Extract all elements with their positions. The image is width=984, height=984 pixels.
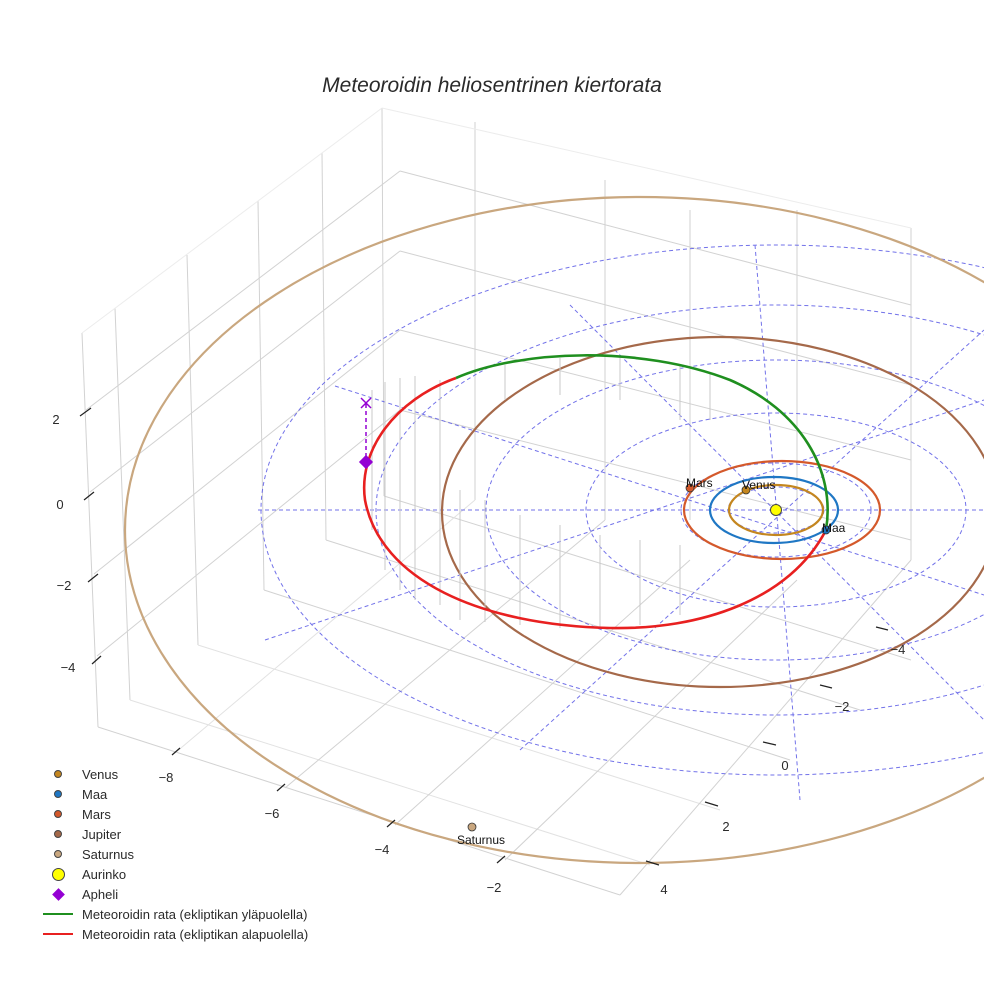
maa-marker xyxy=(821,525,831,535)
legend-line-icon xyxy=(43,933,73,935)
legend-swatch xyxy=(36,804,80,824)
legend-item[interactable]: Saturnus xyxy=(36,844,308,864)
chart-title: Meteoroidin heliosentrinen kiertorata xyxy=(322,74,662,97)
legend-swatch xyxy=(36,824,80,844)
y-tick-label: 0 xyxy=(781,758,788,773)
venus-orbit xyxy=(727,483,825,537)
legend-dot-icon xyxy=(54,770,62,778)
legend-item[interactable]: Maa xyxy=(36,784,308,804)
venus-label: Venus xyxy=(742,478,775,492)
legend-swatch xyxy=(36,844,80,864)
meteoroid-orbit-above xyxy=(455,354,829,531)
z-tick-label: 2 xyxy=(52,412,59,427)
legend-label: Venus xyxy=(82,766,119,782)
legend-swatch xyxy=(36,784,80,804)
apheli-diamond-icon xyxy=(358,454,374,470)
x-tick-label: −4 xyxy=(375,842,390,857)
legend-label: Meteoroidin rata (ekliptikan alapuolella… xyxy=(82,926,309,942)
legend-item[interactable]: Aurinko xyxy=(36,864,308,884)
legend-label: Meteoroidin rata (ekliptikan yläpuolella… xyxy=(82,906,308,922)
legend-dot-icon xyxy=(54,850,62,858)
legend-swatch xyxy=(36,864,80,884)
z-tick-label: 0 xyxy=(56,497,63,512)
mars-marker xyxy=(685,483,695,493)
mars-orbit xyxy=(682,459,882,561)
legend-item[interactable]: Apheli xyxy=(36,884,308,904)
sun-marker xyxy=(770,504,782,516)
saturnus-orbit xyxy=(124,196,984,864)
legend-item[interactable]: Venus xyxy=(36,764,308,784)
legend-swatch xyxy=(36,924,80,944)
legend-label: Mars xyxy=(82,806,111,822)
z-tick-label: −2 xyxy=(57,578,72,593)
legend-label: Saturnus xyxy=(82,846,135,862)
legend-line-icon xyxy=(43,913,73,915)
legend-item[interactable]: Meteoroidin rata (ekliptikan yläpuolella… xyxy=(36,904,308,924)
legend-label: Apheli xyxy=(82,886,119,902)
x-tick-label: −6 xyxy=(265,806,280,821)
ecliptic-polar-grid xyxy=(258,244,984,801)
venus-marker xyxy=(741,485,751,495)
maa-orbit xyxy=(708,475,840,545)
y-tick-label: −2 xyxy=(835,699,850,714)
y-tick-label: 2 xyxy=(722,819,729,834)
legend-item[interactable]: Meteoroidin rata (ekliptikan alapuolella… xyxy=(36,924,308,944)
mars-label: Mars xyxy=(686,476,713,490)
jupiter-orbit xyxy=(440,335,984,689)
y-tick-label: 4 xyxy=(660,882,667,897)
x-tick-label: −2 xyxy=(487,880,502,895)
saturnus-marker xyxy=(467,822,477,832)
maa-label: Maa xyxy=(822,521,846,535)
x-tick-label: −8 xyxy=(159,770,174,785)
legend-dot-icon xyxy=(54,790,62,798)
legend-swatch xyxy=(36,764,80,784)
apheli-projection-x-icon xyxy=(360,397,372,409)
legend-dot-icon xyxy=(54,810,62,818)
legend-label: Aurinko xyxy=(82,866,127,882)
y-tick-label: −4 xyxy=(891,642,906,657)
axis-tick-marks xyxy=(79,407,889,866)
axis-box-grid xyxy=(81,107,912,896)
apheli-marker-group xyxy=(358,397,374,470)
legend-dot-icon xyxy=(54,830,62,838)
z-tick-label: −4 xyxy=(61,660,76,675)
legend-label: Maa xyxy=(82,786,108,802)
legend-label: Jupiter xyxy=(82,826,122,842)
saturnus-label: Saturnus xyxy=(457,833,505,847)
legend-diamond-icon xyxy=(51,887,65,901)
legend-sun-icon xyxy=(51,867,65,881)
axis-tick-labels: 2 0 −2 −4 −8 −6 −4 −2 −4 −2 0 2 4 xyxy=(52,412,905,897)
legend-swatch xyxy=(36,884,80,904)
meteoroid-orbit-below xyxy=(362,376,828,630)
legend-swatch xyxy=(36,904,80,924)
legend-item[interactable]: Jupiter xyxy=(36,824,308,844)
legend-item[interactable]: Mars xyxy=(36,804,308,824)
